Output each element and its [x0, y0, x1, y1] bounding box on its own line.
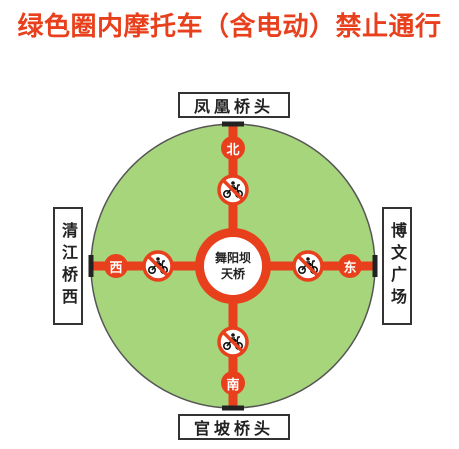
- place-label-east-text: 博文广场: [388, 222, 407, 310]
- direction-east: 东: [338, 254, 362, 278]
- place-label-east: 博文广场: [382, 207, 412, 325]
- place-label-west: 清江桥西: [53, 207, 83, 325]
- center-label-line2: 天桥: [220, 267, 245, 281]
- direction-west: 西: [104, 254, 128, 278]
- direction-north: 北: [221, 136, 245, 160]
- place-label-west-text: 清江桥西: [59, 222, 78, 310]
- center-label: 舞阳坝 天桥: [203, 250, 263, 282]
- no-motorcycle-icon-west: [142, 250, 174, 282]
- place-label-north: 凤凰桥头: [178, 92, 290, 118]
- no-motorcycle-icon-north: [217, 174, 249, 206]
- direction-south: 南: [221, 371, 245, 395]
- page-title: 绿色圈内摩托车（含电动）禁止通行: [17, 12, 442, 42]
- no-motorcycle-icon-east: [292, 250, 324, 282]
- no-motorcycle-icon-south: [217, 326, 249, 358]
- center-roundabout: [204, 237, 262, 295]
- center-label-line1: 舞阳坝: [214, 251, 251, 265]
- place-label-south: 官坡桥头: [178, 414, 290, 440]
